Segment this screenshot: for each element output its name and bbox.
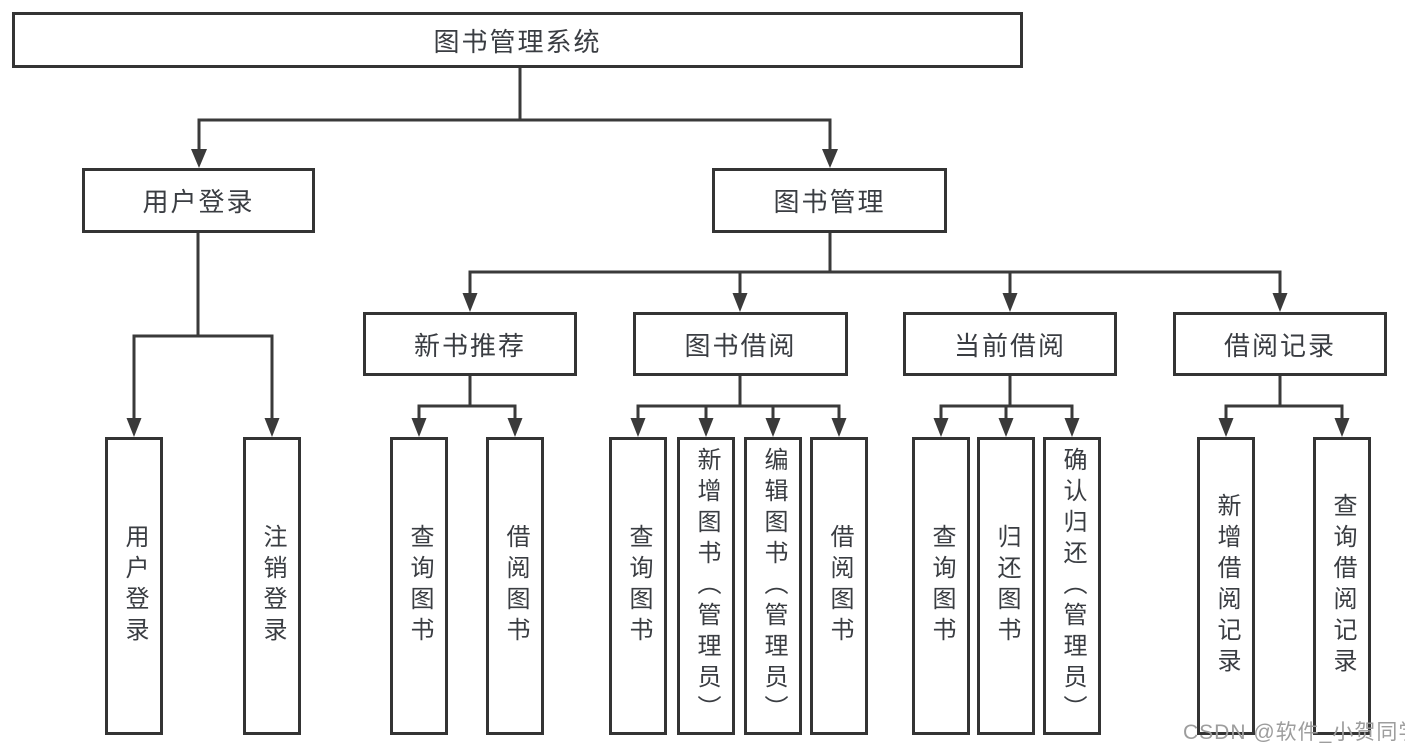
leaf-query-books-current: 查询图书	[912, 437, 970, 735]
node-book-borrowing: 图书借阅	[633, 312, 848, 376]
node-book-management-system: 图书管理系统	[12, 12, 1023, 68]
leaf-label: 查询借阅记录	[1329, 493, 1356, 679]
node-label: 图书管理	[773, 187, 886, 217]
csdn-watermark: CSDN @软件_小贺同学	[1183, 721, 1405, 744]
node-new-book-recommendation: 新书推荐	[363, 312, 577, 376]
leaf-add-book-admin: 新增图书（管理员）	[677, 437, 735, 735]
leaf-query-books-recommend: 查询图书	[390, 437, 448, 735]
leaf-query-borrowing-record: 查询借阅记录	[1313, 437, 1371, 735]
node-label: 新书推荐	[413, 330, 526, 361]
leaf-label: 新增借阅记录	[1213, 493, 1240, 679]
leaf-user-login: 用户登录	[105, 437, 163, 735]
leaf-logout: 注销登录	[243, 437, 301, 735]
leaf-label: 用户登录	[121, 524, 148, 648]
leaf-label: 归还图书	[993, 524, 1020, 648]
arrowheads	[126, 149, 1350, 437]
node-borrowing-records: 借阅记录	[1173, 312, 1387, 376]
leaf-label: 借阅图书	[826, 524, 853, 648]
leaf-confirm-return-admin: 确认归还（管理员）	[1043, 437, 1101, 735]
leaf-edit-book-admin: 编辑图书（管理员）	[744, 437, 802, 735]
node-label: 当前借阅	[953, 330, 1066, 361]
leaf-label: 新增图书（管理员）	[693, 446, 720, 726]
leaf-borrow-books-borrowing: 借阅图书	[810, 437, 868, 735]
leaf-query-books-borrowing: 查询图书	[609, 437, 667, 735]
leaf-label: 注销登录	[259, 524, 286, 648]
leaf-label: 查询图书	[406, 524, 433, 648]
node-label: 借阅记录	[1223, 330, 1336, 361]
node-label: 图书管理系统	[433, 26, 602, 57]
leaf-label: 编辑图书（管理员）	[760, 446, 787, 726]
leaf-label: 借阅图书	[502, 524, 529, 648]
leaf-return-books: 归还图书	[977, 437, 1035, 735]
node-label: 用户登录	[142, 187, 255, 217]
leaf-label: 查询图书	[625, 524, 652, 648]
leaf-add-borrowing-record: 新增借阅记录	[1197, 437, 1255, 735]
node-label: 图书借阅	[684, 330, 797, 361]
leaf-borrow-books-recommend: 借阅图书	[486, 437, 544, 735]
leaf-label: 查询图书	[928, 524, 955, 648]
node-user-login: 用户登录	[82, 168, 315, 233]
leaf-label: 确认归还（管理员）	[1059, 446, 1086, 726]
node-book-management: 图书管理	[712, 168, 947, 233]
node-current-borrowing: 当前借阅	[903, 312, 1117, 376]
